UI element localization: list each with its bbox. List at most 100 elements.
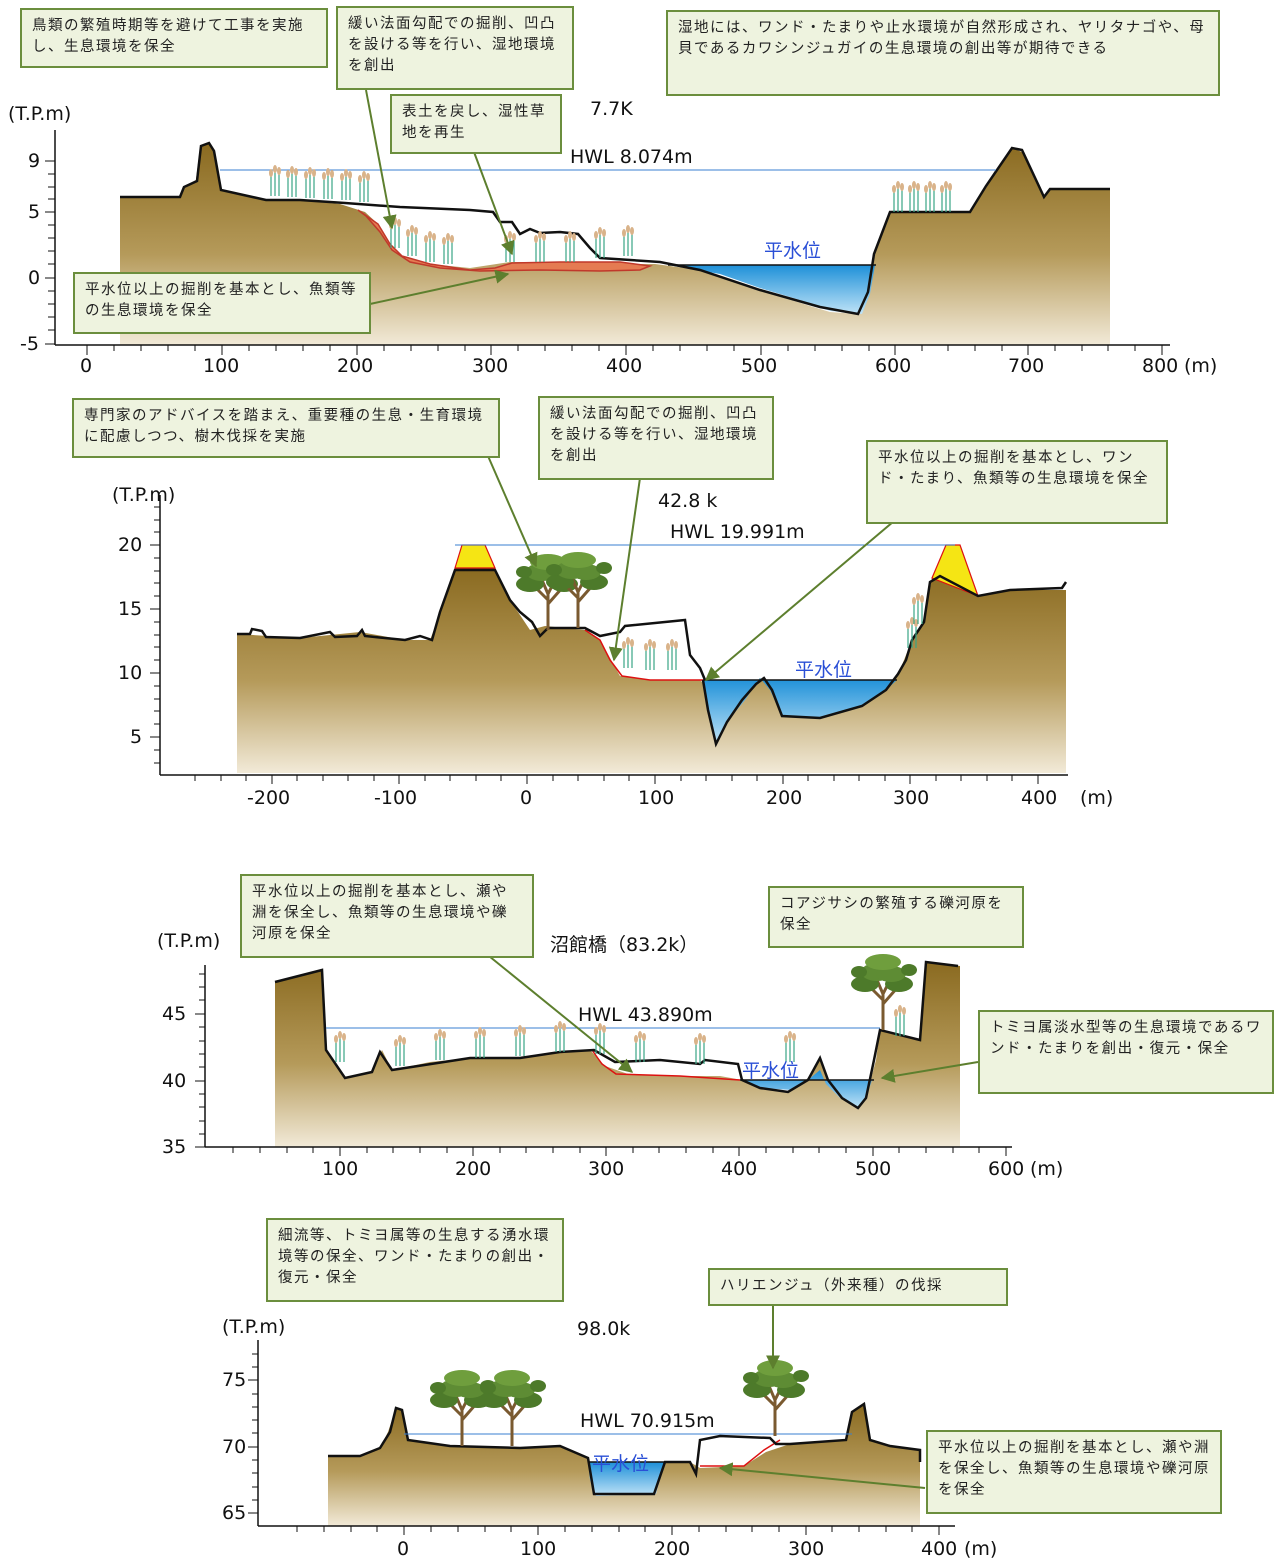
hwl-label-p2: HWL 19.991m [670,521,805,543]
x-unit-p1: (m) [1184,355,1218,377]
arrows-p4 [718,1305,926,1489]
section-label-p3: 沼館橋（83.2k） [550,934,699,956]
x-tick-0-p2: 0 [520,787,533,809]
y-unit-p3: (T.P.m) [157,930,221,952]
x-tick-100: 100 [203,355,240,377]
excavation-line-p2 [584,629,703,681]
x-tick-200-p2: 200 [766,787,803,809]
water-level-label-p2: 平水位 [795,659,853,681]
x-tick-600: 600 [875,355,912,377]
hwl-label-p1: HWL 8.074m [570,146,693,168]
note-spring-water: 細流等、トミヨ属等の生息する湧水環境等の保全、ワンド・たまりの創出・復元・保全 [266,1218,564,1302]
y-tick-75: 75 [222,1369,247,1391]
x-tick-0-p4: 0 [397,1538,410,1560]
section-label-p4: 98.0k [577,1318,631,1340]
hwl-label-p3: HWL 43.890m [578,1004,713,1026]
panel-3 [195,951,1012,1156]
water-level-label-p4: 平水位 [592,1453,650,1475]
x-tick-700: 700 [1008,355,1045,377]
note-riffles-pools-p4: 平水位以上の掘削を基本とし、瀬や淵を保全し、魚類等の生息環境や礫河原を保全 [926,1430,1222,1514]
x-tick-neg100: -100 [374,787,418,809]
ground-p4 [328,1404,920,1526]
panel-2 [150,455,1068,784]
section-label-p2: 42.8 k [658,490,718,512]
x-tick-800: 800 [1142,355,1179,377]
levee-left-p2 [454,544,496,569]
x-tick-600-p3: 600 [988,1158,1025,1180]
profile-p3 [274,960,959,1110]
note-black-locust: ハリエンジュ（外来種）の伐採 [708,1268,1008,1306]
tree-p3 [849,952,919,1032]
trees-p4 [428,1358,811,1448]
x-tick-300-p2: 300 [893,787,930,809]
x-tick-400: 400 [606,355,643,377]
profile-p2 [237,568,1068,748]
profile-p4 [328,1401,922,1496]
y-unit-p4: (T.P.m) [222,1316,286,1338]
x-tick-300-p3: 300 [588,1158,625,1180]
note-wetland-habitat: 湿地には、ワンド・たまりや止水環境が自然形成され、ヤリタナゴや、母貝であるカワシ… [666,10,1220,96]
y-tick-65: 65 [222,1502,247,1524]
ground-p3 [275,962,960,1147]
y-tick-neg5: -5 [20,333,39,355]
water-p1 [668,265,875,314]
note-excavation-p2: 平水位以上の掘削を基本とし、ワンド・たまり、魚類等の生息環境を保全 [866,440,1168,524]
x-tick-500: 500 [741,355,778,377]
note-gentle-slope-p2: 緩い法面勾配での掘削、凹凸を設ける等を行い、湿地環境を創出 [538,396,774,480]
x-unit-p2: (m) [1080,787,1114,809]
y-tick-10: 10 [118,662,143,684]
x-unit-p3: (m) [1030,1158,1064,1180]
x-tick-400-p3: 400 [721,1158,758,1180]
note-riffles-pools-p3: 平水位以上の掘削を基本とし、瀬や淵を保全し、魚類等の生息環境や礫河原を保全 [240,874,534,958]
x-unit-p4: (m) [964,1538,998,1560]
x-tick-100-p2: 100 [638,787,675,809]
water-p4 [588,1462,664,1496]
x-tick-300-p4: 300 [788,1538,825,1560]
x-tick-100-p3: 100 [322,1158,359,1180]
levee-right-p2 [931,544,980,598]
note-little-tern: コアジサシの繁殖する礫河原を保全 [768,886,1024,948]
x-tick-400-p4: 400 [921,1538,958,1560]
hwl-label-p4: HWL 70.915m [580,1410,715,1432]
x-tick-500-p3: 500 [855,1158,892,1180]
profile-p1 [120,141,1110,316]
y-tick-5: 5 [28,201,41,223]
x-tick-100-p4: 100 [520,1538,557,1560]
note-topsoil: 表土を戻し、湿性草地を再生 [390,94,562,154]
note-bird-breeding: 鳥類の繁殖時期等を避けて工事を実施し、生息環境を保全 [20,8,328,68]
water-p3 [740,1070,872,1108]
x-tick-200-p3: 200 [455,1158,492,1180]
water-level-label-p3: 平水位 [742,1060,800,1082]
y-tick-9: 9 [28,150,41,172]
y-unit-p2: (T.P.m) [112,484,176,506]
y-tick-70: 70 [222,1436,247,1458]
x-tick-200: 200 [337,355,374,377]
x-tick-300: 300 [472,355,509,377]
y-tick-35: 35 [162,1136,187,1158]
y-tick-45: 45 [162,1003,187,1025]
panel-4 [248,1305,955,1535]
arrows-p2 [487,455,901,681]
y-tick-5-p2: 5 [130,726,143,748]
y-tick-15: 15 [118,598,143,620]
excavation-p1 [357,209,653,272]
section-label-p1: 7.7K [590,98,633,120]
note-tomiyo-habitat: トミヨ属淡水型等の生息環境であるワンド・たまりを創出・復元・保全 [978,1010,1274,1094]
x-tick-200-p4: 200 [654,1538,691,1560]
reeds-p2 [621,592,925,671]
y-tick-20: 20 [118,534,143,556]
x-tick-neg200: -200 [247,787,291,809]
water-p2 [703,678,897,744]
y-tick-40: 40 [162,1070,187,1092]
y-unit-p1: (T.P.m) [8,103,72,125]
arrows-p1 [365,89,515,305]
note-gentle-slope-p1: 緩い法面勾配での掘削、凹凸を設ける等を行い、湿地環境を創出 [336,6,574,90]
x-tick-0: 0 [80,355,93,377]
water-level-label-p1: 平水位 [764,240,822,262]
note-excavation-p1: 平水位以上の掘削を基本とし、魚類等の生息環境を保全 [73,272,371,334]
arrows-p3 [483,951,979,1083]
note-tree-felling: 専門家のアドバイスを踏まえ、重要種の生息・生育環境に配慮しつつ、樹木伐採を実施 [72,398,500,458]
excavation-line-p3 [591,1049,741,1081]
ground-p2 [237,568,1066,773]
